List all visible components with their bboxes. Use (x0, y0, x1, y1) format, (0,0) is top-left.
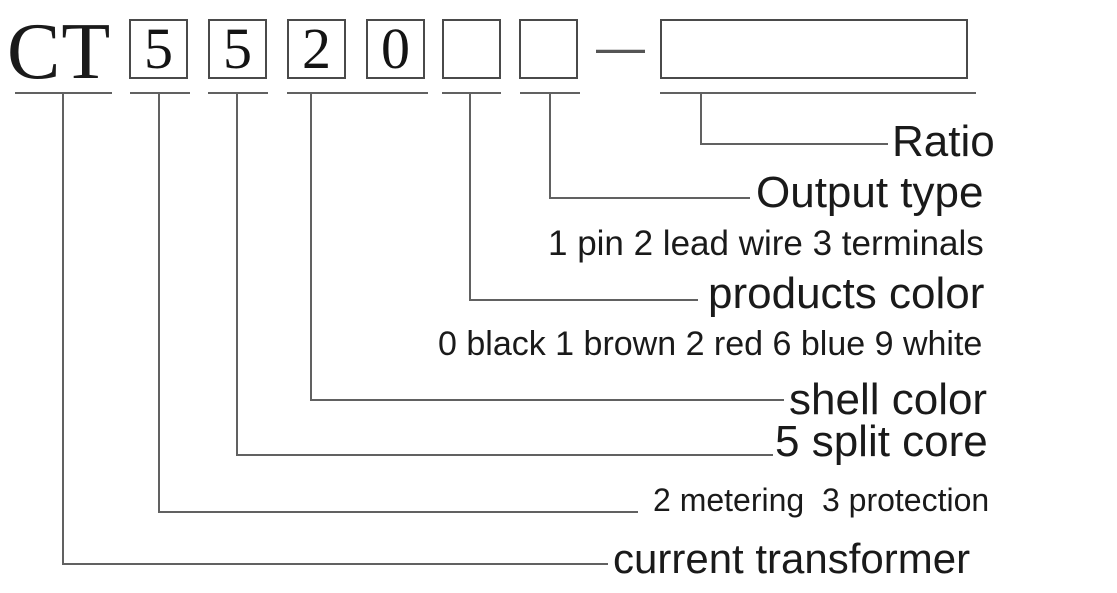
connector-v-shell-color (310, 92, 312, 401)
label-split-core: 5 split core (775, 417, 988, 466)
connector-h-current-transformer (62, 563, 608, 565)
code-box-3: 2 (287, 19, 346, 79)
connector-h-ratio (700, 143, 888, 145)
ratio-box (660, 19, 968, 79)
separator-dash: — (596, 21, 645, 75)
underline-ratio-box (660, 92, 976, 94)
underline-box-3-4 (287, 92, 428, 94)
connector-h-usage (158, 511, 638, 513)
connector-v-current-transformer (62, 92, 64, 565)
connector-v-ratio (700, 92, 702, 145)
connector-h-products-color (469, 299, 698, 301)
connector-v-split-core (236, 92, 238, 456)
code-box-2: 5 (208, 19, 267, 79)
label-products-color: products color (708, 269, 985, 318)
code-box-6 (519, 19, 578, 79)
code-box-5 (442, 19, 501, 79)
connector-v-usage (158, 92, 160, 513)
label-usage-codes: 2 metering 3 protection (653, 482, 990, 518)
connector-h-split-core (236, 454, 773, 456)
connector-v-output-type (549, 92, 551, 199)
connector-h-shell-color (310, 399, 784, 401)
label-current-transformer: current transformer (613, 535, 971, 582)
code-box-4: 0 (366, 19, 425, 79)
label-ratio: Ratio (892, 117, 995, 166)
underline-box-1 (130, 92, 190, 94)
connector-v-products-color (469, 92, 471, 301)
code-box-1: 5 (129, 19, 188, 79)
code-prefix: CT (7, 8, 112, 96)
underline-box-5 (442, 92, 501, 94)
underline-box-2 (208, 92, 268, 94)
label-output-type-codes: 1 pin 2 lead wire 3 terminals (548, 224, 984, 263)
label-output-type: Output type (756, 168, 984, 217)
label-shell-color: shell color (789, 375, 988, 424)
connector-h-output-type (549, 197, 750, 199)
label-products-color-codes: 0 black 1 brown 2 red 6 blue 9 white (438, 325, 983, 363)
